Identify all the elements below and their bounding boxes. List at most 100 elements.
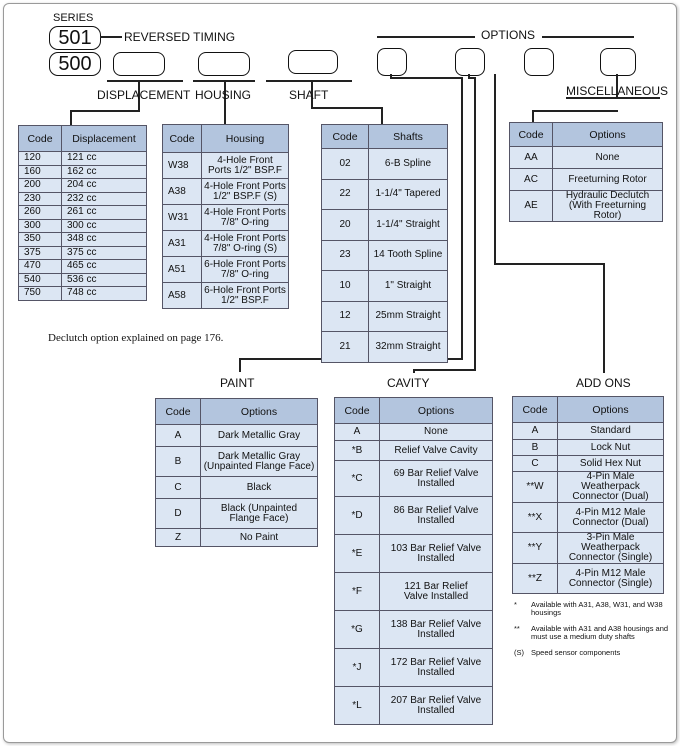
col-header: Options [379, 397, 493, 424]
option-cell: 536 cc [61, 272, 147, 287]
footnote-mark: (S) [514, 648, 524, 657]
option-cell: 375 cc [61, 245, 147, 260]
code-cell: 23 [321, 239, 369, 271]
option-line: Freeturning Rotor [568, 173, 647, 185]
option-cell: 748 cc [61, 286, 147, 301]
cavity-stub [468, 74, 470, 78]
code-cell: A31 [162, 230, 202, 257]
option-line: Dark Metallic Gray [217, 450, 301, 462]
option-line: (With Freeturning Rotor) [568, 200, 647, 221]
code-cell: *D [334, 496, 380, 535]
code-cell: 260 [18, 205, 62, 220]
option-cell: 162 cc [61, 164, 147, 179]
option-line: 207 Bar Relief Valve [390, 694, 482, 706]
option-line: Connector (Single) [568, 577, 653, 589]
option-line: Lock Nut [590, 441, 631, 453]
code-cell: *F [334, 572, 380, 611]
code-cell: 470 [18, 259, 62, 274]
option-line: None [424, 426, 448, 437]
footnote-text: Available with A31, A38, W31, and W38 ho… [531, 600, 663, 617]
option-line: Valve Installed [403, 590, 469, 602]
housing-code-box [198, 52, 250, 76]
option-cell: 348 cc [61, 232, 147, 247]
option-line: 348 cc [67, 233, 97, 245]
option-line: 121 cc [67, 152, 97, 164]
option-line: Solid Hex Nut [579, 457, 642, 469]
col-header: Options [200, 398, 318, 425]
code-cell: A [155, 424, 201, 447]
displacement-connector-drop [70, 110, 72, 125]
option-cell: 465 cc [61, 259, 147, 274]
code-cell: 21 [321, 331, 369, 363]
shaft-underline [266, 80, 352, 82]
option-line: (Unpainted Flange Face) [203, 460, 315, 472]
misc-connector-vert [616, 74, 618, 98]
option-line: 138 Bar Relief Valve [390, 618, 482, 630]
option-line: 1-1/4" Tapered [375, 188, 441, 200]
addons-connector-drop [603, 263, 605, 373]
option-line: 6-Hole Front Ports [204, 284, 286, 296]
option-cell: 121 cc [61, 151, 147, 166]
option-cell: None [379, 423, 493, 441]
shaft-connector-drop [381, 107, 383, 124]
option-cell: 32mm Straight [368, 331, 448, 363]
housing-heading: HOUSING [195, 88, 252, 102]
code-cell: W31 [162, 204, 202, 231]
col-header: Options [557, 396, 664, 423]
displacement-underline [107, 80, 183, 82]
code-cell: A [512, 422, 558, 440]
code-cell: 300 [18, 218, 62, 233]
code-cell: A58 [162, 282, 202, 309]
shaft-connector-top [311, 80, 313, 108]
option-line: 4-Hole Front [217, 154, 273, 166]
series-code-501: 501 [49, 26, 101, 50]
addons-connector-horiz [494, 263, 604, 265]
code-cell: 350 [18, 232, 62, 247]
code-cell: *L [334, 686, 380, 725]
option-cell: Dark Metallic Gray [200, 424, 318, 447]
option-line: 6-Hole Front Ports [204, 258, 286, 270]
code-cell: 160 [18, 164, 62, 179]
paint-connector-drop [239, 358, 241, 372]
option-line: 1/2" BSP.F (S) [213, 190, 277, 202]
misc-code-box [600, 48, 636, 76]
code-cell: AC [509, 168, 553, 191]
option-line: Flange Face) [229, 512, 289, 524]
option-line: 25mm Straight [375, 310, 441, 322]
option-line: Ports 1/2" BSP.F [208, 164, 282, 176]
reversed-timing-label: REVERSED TIMING [124, 30, 236, 44]
option-cell: Dark Metallic Gray(Unpainted Flange Face… [200, 446, 318, 477]
col-header: Code [18, 125, 62, 152]
cavity-connector-vert [474, 77, 476, 370]
option-line: 4-Pin M12 Male [575, 567, 646, 579]
option-line: 121 Bar Relief [404, 580, 468, 592]
displacement-heading: DISPLACEMENT [97, 88, 191, 102]
option-line: 1/2" BSP.F [221, 294, 269, 306]
option-cell: Freeturning Rotor [552, 168, 663, 191]
option-line: 4-Hole Front Ports [204, 180, 286, 192]
option-line: Connector (Single) [568, 552, 653, 563]
